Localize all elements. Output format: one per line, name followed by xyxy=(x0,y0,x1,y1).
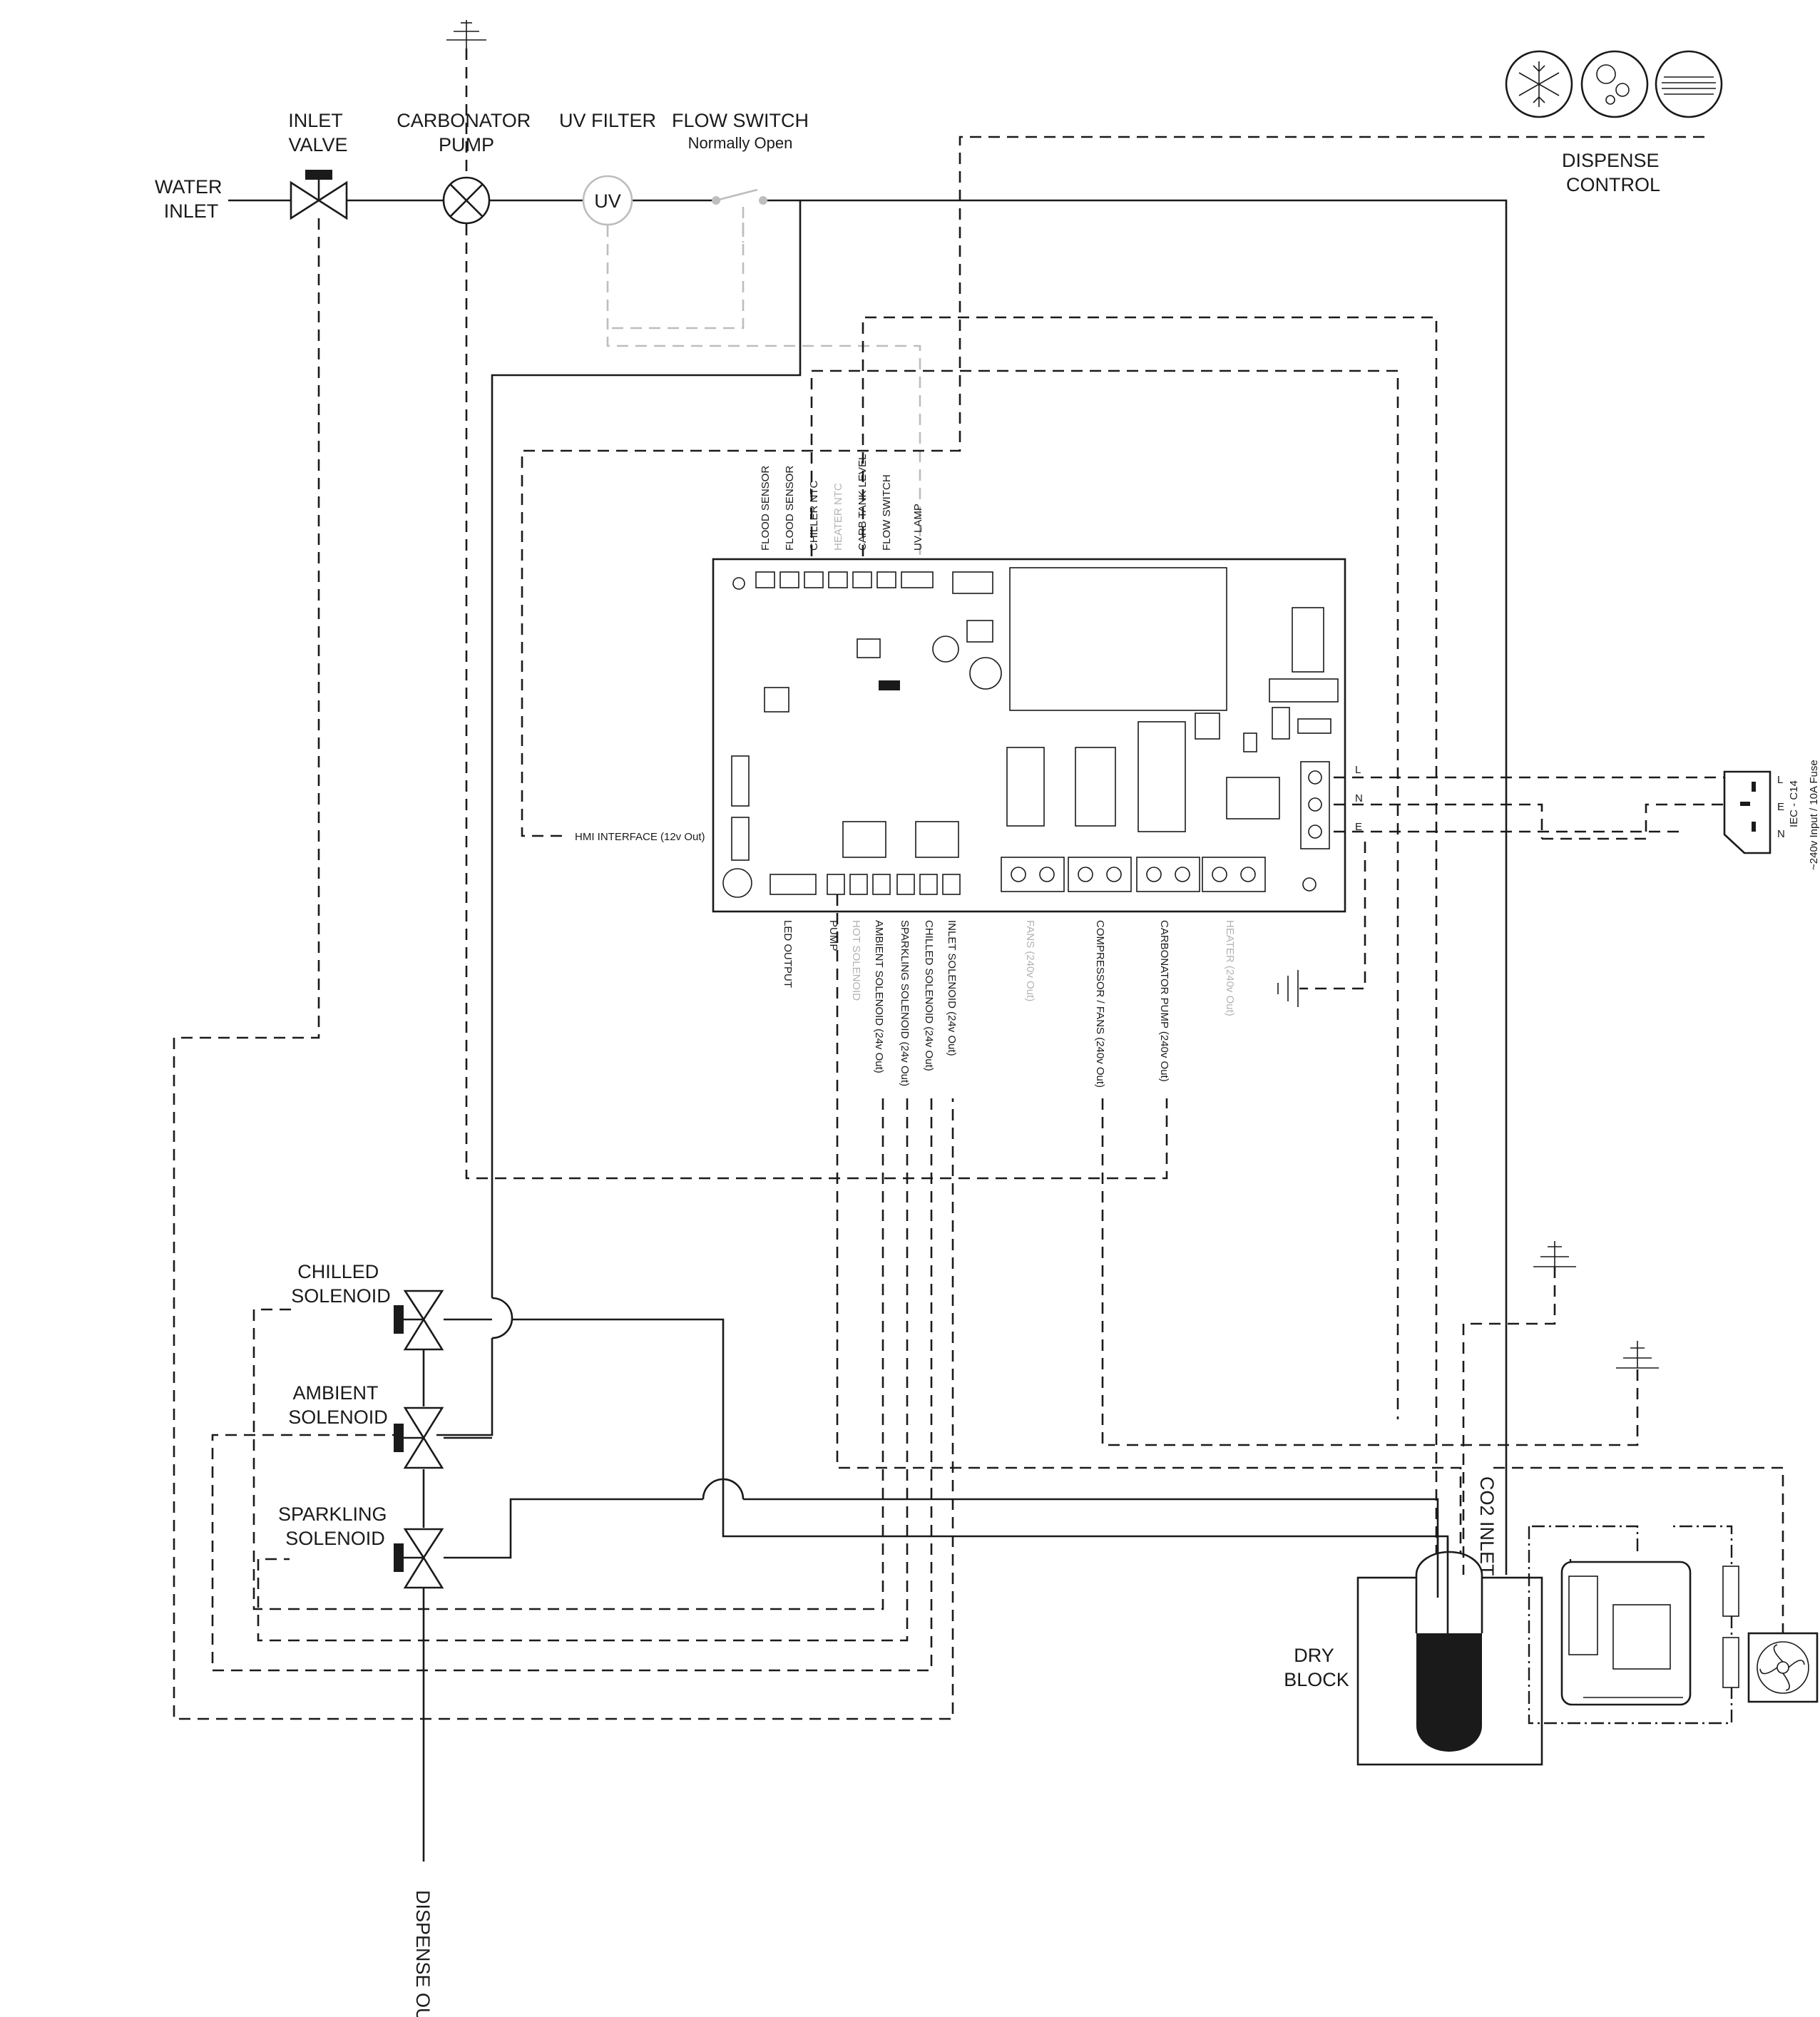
iec-rating-label: ~240v Input / 10A Fuse xyxy=(1808,760,1820,870)
dry-block-label: DRY BLOCK xyxy=(1284,1645,1349,1690)
ground-symbol-co2 xyxy=(1533,1241,1576,1267)
pin-led-output: LED OUTPUT xyxy=(782,920,794,988)
chilled-solenoid-symbol xyxy=(394,1290,444,1351)
compressor xyxy=(1560,1561,1739,1706)
water-inlet-label: WATER INLET xyxy=(155,176,228,222)
control-pcb xyxy=(712,558,1346,913)
pin-heater-ntc: HEATER NTC xyxy=(832,483,844,551)
svg-text:N: N xyxy=(1355,792,1363,805)
sparkling-solenoid-symbol xyxy=(394,1528,444,1589)
svg-text:L: L xyxy=(1355,764,1361,776)
pin-sparkling-solenoid: SPARKLING SOLENOID (24v Out) xyxy=(899,920,911,1086)
pin-hot-solenoid: HOT SOLENOID xyxy=(850,920,862,1001)
sparkling-solenoid-label: SPARKLING SOLENOID xyxy=(278,1503,392,1549)
pin-pump: PUMP xyxy=(827,920,839,951)
pin-fans: FANS (240v Out) xyxy=(1024,920,1036,1001)
chilled-solenoid-label: CHILLED SOLENOID xyxy=(291,1261,391,1307)
iec-c14-inlet: L E N xyxy=(1723,770,1785,854)
iec-inlet-label: IEC - C14 xyxy=(1788,780,1800,827)
flow-switch-symbol xyxy=(609,188,767,330)
pin-flow-switch: FLOW SWITCH xyxy=(881,474,893,551)
pin-ambient-solenoid: AMBIENT SOLENOID (24v Out) xyxy=(873,920,885,1073)
dry-block xyxy=(1356,1536,1543,1766)
pin-uv-lamp: UV LAMP xyxy=(912,504,924,551)
dispense-control-buttons[interactable] xyxy=(1505,50,1723,118)
pin-carb-tank-level: CARB TANK LEVEL xyxy=(857,454,869,551)
inlet-valve-symbol xyxy=(290,170,348,220)
inlet-valve-label: INLET VALVE xyxy=(288,110,348,155)
ambient-solenoid-label: AMBIENT SOLENOID xyxy=(288,1382,388,1428)
bottom-connector-labels: LED OUTPUT PUMP HOT SOLENOID AMBIENT SOL… xyxy=(782,920,1236,1088)
pin-flood-sensor-1: FLOOD SENSOR xyxy=(760,466,772,551)
svg-text:E: E xyxy=(1355,821,1362,833)
pin-chilled-solenoid: CHILLED SOLENOID (24v Out) xyxy=(923,920,935,1071)
still-water-icon[interactable] xyxy=(1655,50,1723,118)
top-connector-labels: FLOOD SENSOR FLOOD SENSOR CHILLER NTC HE… xyxy=(760,454,924,551)
flow-switch-label: FLOW SWITCH xyxy=(672,110,809,131)
ambient-solenoid-symbol xyxy=(394,1406,444,1469)
snowflake-icon[interactable] xyxy=(1505,50,1573,118)
bubbles-icon[interactable] xyxy=(1580,50,1649,118)
co2-inlet-label: CO2 INLET xyxy=(1476,1476,1498,1576)
svg-text:L: L xyxy=(1777,774,1783,786)
ground-symbol-pump xyxy=(446,20,486,48)
top-connectors xyxy=(732,571,993,594)
ground-symbol-compressor xyxy=(1616,1341,1659,1369)
pin-inlet-solenoid: INLET SOLENOID (24v Out) xyxy=(946,920,958,1056)
pin-carbonator-pump: CARBONATOR PUMP (240v Out) xyxy=(1158,920,1170,1082)
uv-filter-label: UV FILTER xyxy=(559,110,656,131)
pin-compressor-fans: COMPRESSOR / FANS (240v Out) xyxy=(1094,920,1106,1088)
pin-chiller-ntc: CHILLER NTC xyxy=(808,480,820,551)
hmi-interface-label: HMI INTERFACE (12v Out) xyxy=(575,831,705,843)
fan-icon xyxy=(1747,1632,1819,1703)
dispense-control-label: DISPENSE CONTROL xyxy=(1562,150,1665,195)
uv-filter-symbol: UV xyxy=(582,175,633,226)
ground-symbol-pcb xyxy=(1277,970,1299,1007)
svg-text:UV: UV xyxy=(594,190,621,212)
flow-switch-sublabel: Normally Open xyxy=(688,134,793,152)
carbonator-pump-symbol xyxy=(442,176,491,225)
svg-text:N: N xyxy=(1777,828,1785,840)
carbonator-pump-label: CARBONATOR PUMP xyxy=(397,110,536,155)
pin-flood-sensor-2: FLOOD SENSOR xyxy=(784,466,796,551)
pin-heater: HEATER (240v Out) xyxy=(1224,920,1236,1016)
svg-text:E: E xyxy=(1777,801,1784,813)
dispense-out-label: DISPENSE OUT xyxy=(412,1890,434,2017)
